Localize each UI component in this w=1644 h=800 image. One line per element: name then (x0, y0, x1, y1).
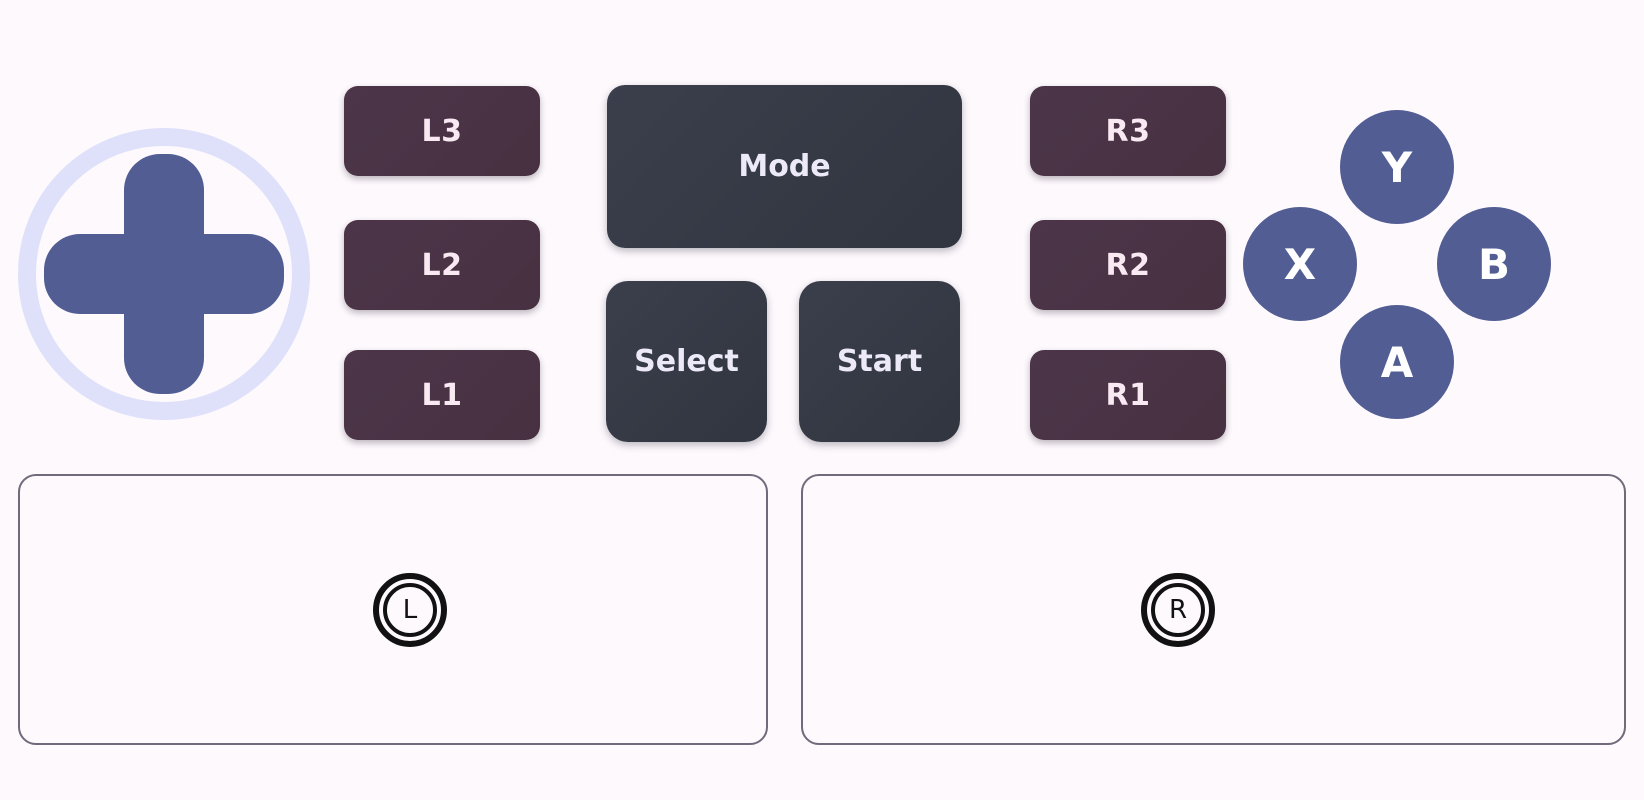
dpad-cross-icon (44, 154, 284, 394)
left-stick-marker-label: L (403, 595, 418, 625)
right-stick-marker-label: R (1169, 595, 1187, 625)
button-select[interactable]: Select (606, 281, 767, 442)
button-y[interactable]: Y (1340, 110, 1454, 224)
button-r2[interactable]: R2 (1030, 220, 1226, 310)
button-mode[interactable]: Mode (607, 85, 962, 248)
button-l1[interactable]: L1 (344, 350, 540, 440)
button-r3[interactable]: R3 (1030, 86, 1226, 176)
dpad[interactable] (18, 128, 310, 420)
button-x[interactable]: X (1243, 207, 1357, 321)
left-stick-marker-icon[interactable]: L (372, 572, 448, 648)
dpad-horizontal-arm (44, 234, 284, 314)
left-stick-touchpad[interactable]: L (18, 474, 768, 745)
right-stick-touchpad[interactable]: R (801, 474, 1626, 745)
button-start[interactable]: Start (799, 281, 960, 442)
button-r1[interactable]: R1 (1030, 350, 1226, 440)
button-l3[interactable]: L3 (344, 86, 540, 176)
right-stick-marker-icon[interactable]: R (1140, 572, 1216, 648)
button-b[interactable]: B (1437, 207, 1551, 321)
button-l2[interactable]: L2 (344, 220, 540, 310)
button-a[interactable]: A (1340, 305, 1454, 419)
